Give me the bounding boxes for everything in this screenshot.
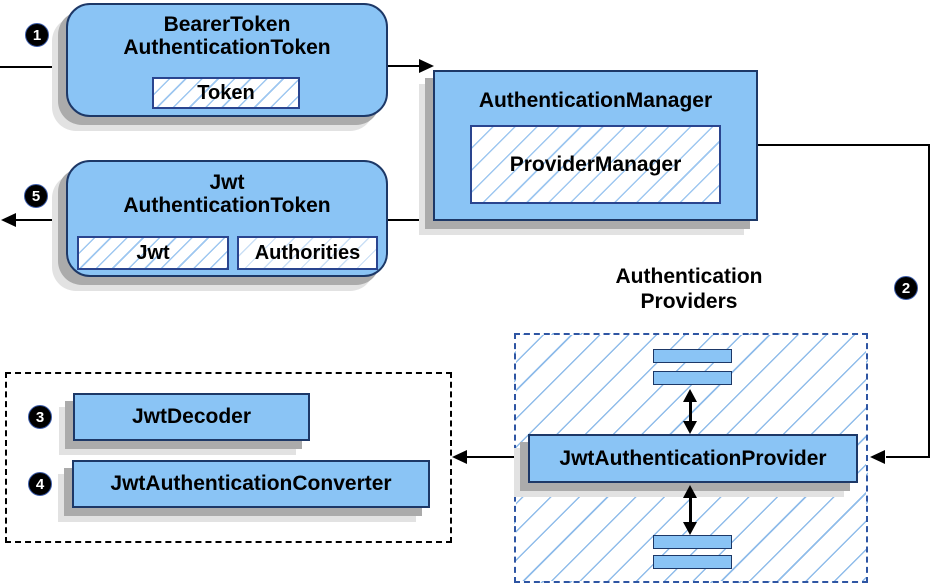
step-1-number: 1 [32,26,42,44]
provider-placeholder-bar [653,535,732,549]
token-field-label: Token [197,81,255,104]
arrow-up-head-icon [683,485,697,498]
authentication-manager-title: AuthenticationManager [478,89,713,112]
jwt-authentication-token-node: Jwt AuthenticationToken Jwt Authorities [66,160,388,277]
incoming-request-line [0,66,60,68]
manager-to-jwt-token-line [388,219,433,221]
step-5-number: 5 [31,187,41,205]
step-4-badge: 4 [28,472,52,496]
jwt-authentication-converter-node: JwtAuthenticationConverter [72,460,430,508]
jwt-token-title-line2: AuthenticationToken [123,194,331,217]
step-5-badge: 5 [24,184,48,208]
step-3-number: 3 [35,408,45,426]
jwt-authentication-provider-label: JwtAuthenticationProvider [559,446,827,470]
bearer-token-title-line2: AuthenticationToken [123,36,331,59]
double-arrow-icon [682,485,698,535]
provider-placeholder-bar [653,349,732,363]
step-2-number: 2 [901,279,911,297]
bearer-token-authentication-token-node: BearerToken AuthenticationToken Token [66,3,388,117]
provider-placeholder-bar [653,371,732,385]
arrow-up-head-icon [683,389,697,402]
bearer-token-title-line1: BearerToken [163,13,291,36]
authentication-providers-label-line2: Providers [640,290,738,313]
jwt-token-title-line1: Jwt [209,171,245,194]
arrow-shaft [688,495,692,525]
arrow-shaft [688,399,692,424]
authentication-manager-node: AuthenticationManager ProviderManager [433,70,758,221]
arrow-down-head-icon [683,421,697,434]
step-3-badge: 3 [28,405,52,429]
jwt-field-label: Jwt [136,241,170,264]
jwt-field: Jwt [77,236,229,270]
manager-to-provider-line-right [928,144,930,458]
token-field: Token [152,77,300,109]
bearer-to-manager-arrowhead-icon [419,59,434,73]
provider-manager-label: ProviderManager [509,152,682,176]
authorities-field: Authorities [237,236,378,270]
step-2-badge: 2 [894,276,918,300]
jwt-token-title: Jwt AuthenticationToken [68,171,386,217]
provider-manager-field: ProviderManager [470,125,721,204]
arrow-down-head-icon [683,522,697,535]
manager-to-provider-line-top [757,144,930,146]
jwt-authentication-converter-label: JwtAuthenticationConverter [110,472,392,495]
authentication-providers-label-line1: Authentication [615,265,763,288]
manager-to-provider-line-bottom [886,456,930,458]
step-1-badge: 1 [25,23,49,47]
provider-placeholder-bar [653,555,732,569]
jwt-authentication-provider-node: JwtAuthenticationProvider [528,434,858,483]
double-arrow-icon [682,389,698,434]
bearer-token-title: BearerToken AuthenticationToken [68,13,386,59]
decoder-converter-group-box [5,372,452,543]
authentication-providers-label: Authentication Providers [589,264,789,314]
jwt-decoder-label: JwtDecoder [131,405,252,428]
provider-to-decoder-arrowhead-icon [452,450,467,464]
outgoing-result-line [15,219,66,221]
step-4-number: 4 [35,475,45,493]
outgoing-result-arrowhead-icon [1,213,16,227]
manager-to-provider-arrowhead-icon [870,450,885,464]
bearer-to-manager-line [388,65,420,67]
provider-to-decoder-line [466,456,528,458]
jwt-decoder-node: JwtDecoder [73,393,310,441]
authorities-field-label: Authorities [254,241,361,264]
